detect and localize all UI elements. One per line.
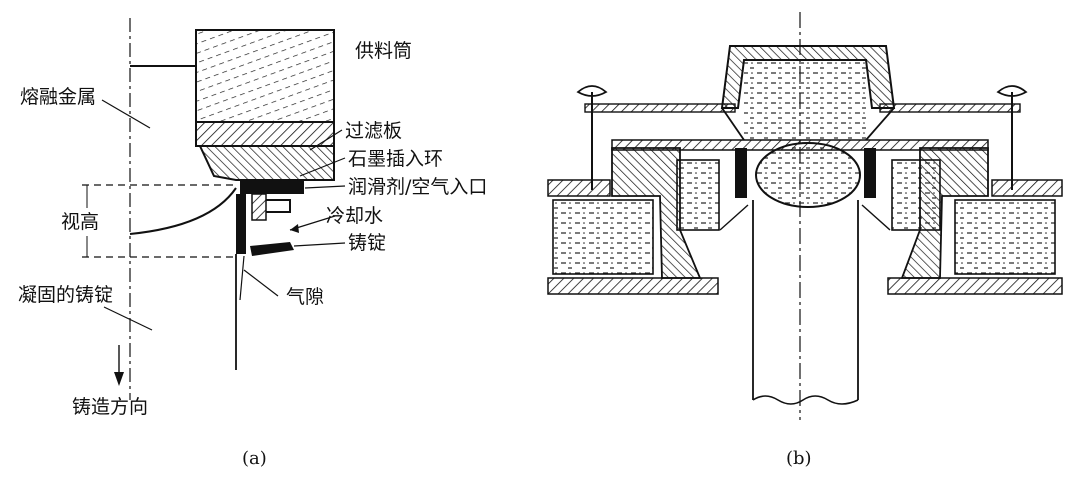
label-air-gap: 气隙	[286, 286, 325, 308]
label-casting-direction: 铸造方向	[72, 396, 149, 418]
label-ingot: 铸锭	[348, 232, 387, 254]
filter-plate	[195, 121, 335, 147]
label-feed-tube: 供料筒	[355, 40, 413, 62]
graphite-ring	[198, 145, 335, 181]
label-sight-height: 视高	[61, 211, 100, 233]
figure-b-diagram	[547, 12, 1063, 420]
label-molten-metal: 熔融金属	[20, 86, 97, 108]
label-solidified-ingot: 凝固的铸锭	[18, 284, 114, 306]
caption-b: (b)	[786, 448, 812, 469]
label-lubricant-inlet: 润滑剂/空气入口	[348, 176, 488, 198]
label-cooling-water: 冷却水	[326, 205, 384, 227]
label-graphite-ring: 石墨插入环	[348, 148, 444, 170]
caption-a: (a)	[242, 448, 267, 469]
label-filter-plate: 过滤板	[345, 120, 403, 142]
feed-tube	[195, 29, 335, 123]
